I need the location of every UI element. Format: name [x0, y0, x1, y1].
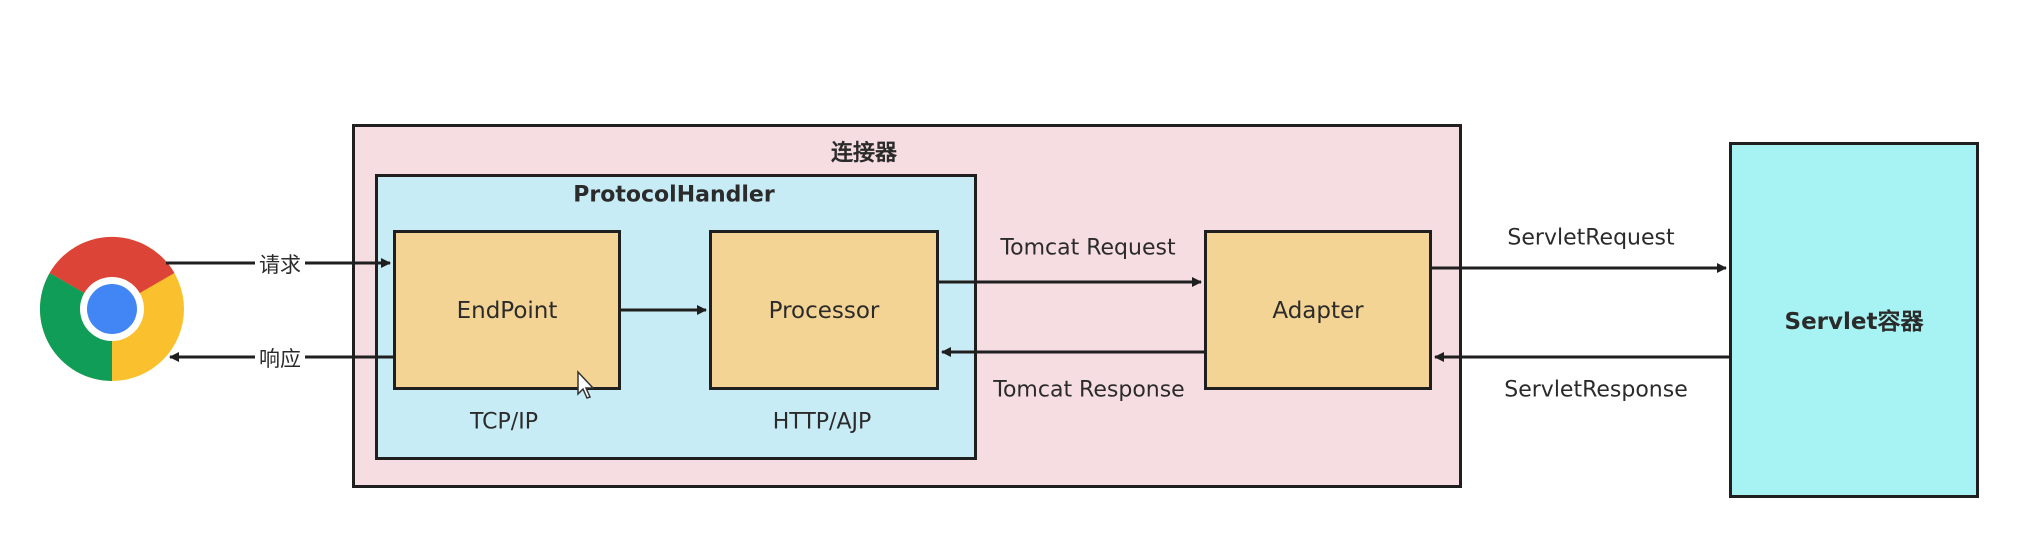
servlet-request-label: ServletRequest: [1507, 225, 1675, 251]
servlet-container-box: [1729, 142, 1979, 498]
endpoint-box: [393, 230, 621, 390]
adapter-label: Adapter: [1272, 298, 1364, 324]
response-label: 响应: [255, 343, 305, 373]
processor-box: [709, 230, 939, 390]
endpoint-label: EndPoint: [456, 298, 558, 324]
processor-caption: HTTP/AJP: [772, 409, 872, 435]
connector-title: 连接器: [830, 141, 898, 166]
servlet-response-label: ServletResponse: [1504, 377, 1688, 403]
request-label: 请求: [255, 249, 305, 279]
mouse-pointer-icon: [577, 370, 595, 399]
endpoint-caption: TCP/IP: [470, 409, 538, 435]
adapter-box: [1204, 230, 1432, 390]
processor-label: Processor: [768, 298, 880, 324]
protocol-handler-title: ProtocolHandler: [573, 182, 775, 208]
chrome-icon: [39, 236, 184, 382]
tomcat-response-label: Tomcat Response: [993, 377, 1185, 403]
servlet-container-label: Servlet容器: [1784, 309, 1924, 335]
tomcat-request-label: Tomcat Request: [1000, 235, 1176, 261]
